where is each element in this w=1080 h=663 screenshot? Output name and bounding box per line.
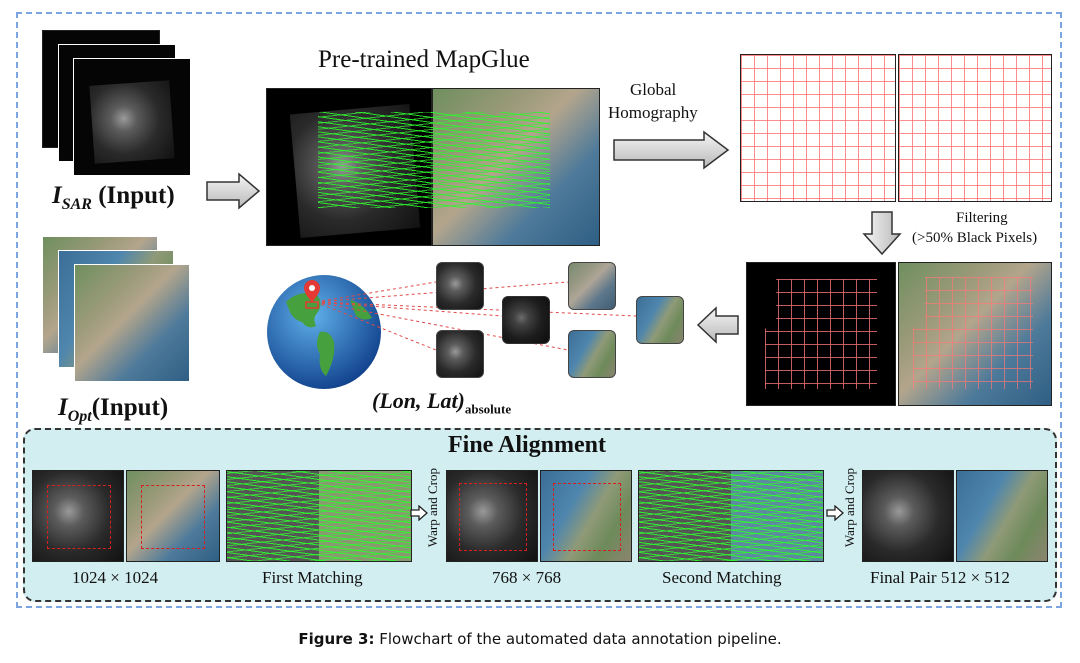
label-1024: 1024 × 1024	[72, 568, 159, 587]
geo-tile-2	[436, 330, 484, 378]
fine-sar-1024	[32, 470, 124, 562]
label-first-matching: First Matching	[262, 568, 363, 587]
fine-opt-1024	[126, 470, 220, 562]
filtered-grid-sar	[746, 262, 896, 406]
final-sar-512	[862, 470, 954, 562]
arrow-down-icon	[862, 211, 902, 256]
crop-region-box	[141, 485, 205, 549]
crop-region-box	[47, 485, 111, 549]
opt-stack-front	[74, 264, 190, 382]
geo-tile-4	[568, 262, 616, 310]
arrow-right-icon	[826, 505, 844, 521]
fine-alignment-title: Fine Alignment	[448, 432, 607, 458]
filtering-label-1: Filtering	[956, 210, 1008, 226]
fine-sar-768	[446, 470, 538, 562]
mapglue-title: Pre-trained MapGlue	[318, 46, 530, 73]
pipeline-frame	[16, 12, 1062, 608]
homography-grid-sar	[740, 54, 896, 202]
label-second-matching: Second Matching	[662, 568, 782, 587]
geo-tile-1	[436, 262, 484, 310]
opt-input-label: IOpt(Input)	[58, 394, 169, 425]
arrow-right-icon	[206, 172, 261, 210]
final-opt-512	[956, 470, 1048, 562]
geo-tile-6	[636, 296, 684, 344]
global-homography-label-2: Homography	[608, 103, 698, 122]
lonlat-label: (Lon, Lat)absolute	[372, 388, 512, 417]
arrow-left-icon	[696, 306, 739, 344]
first-matching-image	[226, 470, 412, 562]
homography-grid-opt	[898, 54, 1052, 202]
sar-input-label: ISAR (Input)	[52, 182, 175, 213]
figure-caption: Figure 3: Flowchart of the automated dat…	[298, 630, 782, 648]
crop-region-box	[553, 483, 621, 551]
warp-crop-label-2: Warp and Crop	[842, 468, 857, 548]
geo-tile-3	[502, 296, 550, 344]
sar-stack-front	[73, 58, 191, 176]
fine-opt-768	[540, 470, 632, 562]
arrow-right-icon	[410, 505, 428, 521]
label-final-pair: Final Pair 512 × 512	[870, 568, 1010, 587]
mapglue-match-lines	[318, 112, 550, 208]
global-homography-label-1: Global	[630, 80, 677, 99]
filtering-label-2: (>50% Black Pixels)	[912, 230, 1038, 246]
geo-tile-5	[568, 330, 616, 378]
second-matching-image	[638, 470, 824, 562]
crop-region-box	[459, 483, 527, 551]
filtered-grid-opt	[898, 262, 1052, 406]
arrow-right-icon	[613, 130, 730, 170]
label-768: 768 × 768	[492, 568, 562, 587]
